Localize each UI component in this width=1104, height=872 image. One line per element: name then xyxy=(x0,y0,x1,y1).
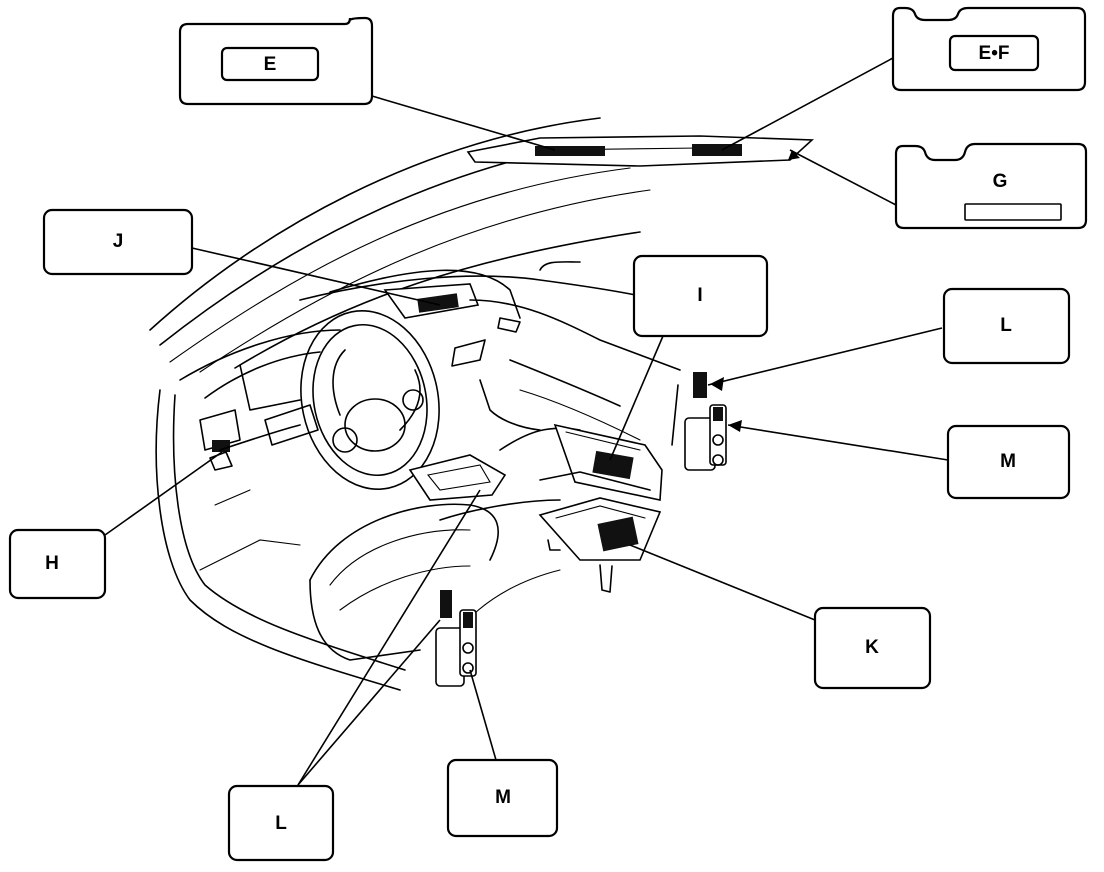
callout-e-label: E xyxy=(264,54,277,75)
callout-ef-inner xyxy=(948,34,1040,72)
callout-i: I xyxy=(632,254,769,338)
relay-l-bottom-hatch xyxy=(440,590,452,618)
callout-h: H xyxy=(8,528,107,600)
callout-l-right-label: L xyxy=(1000,315,1012,336)
callout-m-bottom-label: M xyxy=(495,787,511,808)
map-light-right xyxy=(692,144,742,156)
leader-lines xyxy=(104,57,949,786)
callout-k-label: K xyxy=(865,637,879,658)
callout-l-bottom: L xyxy=(227,784,335,862)
callout-m-right: M xyxy=(946,424,1071,500)
callout-ef-label: E•F xyxy=(979,43,1010,64)
leader-m-right xyxy=(727,424,949,461)
leader-l-right xyxy=(707,327,943,386)
callout-e-inner xyxy=(220,46,320,82)
overhead-console xyxy=(466,135,814,167)
leader-e xyxy=(371,95,556,151)
callout-j: J xyxy=(42,208,194,276)
callout-g-label: G xyxy=(993,171,1008,192)
lower-tray-hatch xyxy=(597,516,639,552)
callout-g-bar xyxy=(964,203,1062,221)
leader-l-bottom xyxy=(297,489,481,786)
callout-i-label: I xyxy=(697,285,702,306)
callout-g: G xyxy=(894,142,1088,230)
leader-m-bottom xyxy=(469,669,497,761)
leader-k xyxy=(629,544,816,621)
dash-vent-hatch xyxy=(417,293,459,313)
steering-hub xyxy=(344,398,406,452)
relay-assembly-bottom xyxy=(435,590,477,687)
callout-m-right-label: M xyxy=(1000,451,1016,472)
relay-l-right-hatch xyxy=(693,372,707,398)
callout-m-bottom: M xyxy=(446,758,559,838)
leader-i xyxy=(609,335,664,461)
callout-e: E xyxy=(178,16,374,106)
callout-l-bottom-label: L xyxy=(275,813,287,834)
relay-assembly-right xyxy=(671,372,727,471)
callout-l-right: L xyxy=(942,287,1071,365)
map-light-left xyxy=(535,146,605,156)
callout-j-label: J xyxy=(113,231,124,252)
leader-h xyxy=(104,451,223,536)
car-interior-drawing xyxy=(149,117,814,691)
glove-box-hatch xyxy=(592,450,634,480)
callout-ef: E•F xyxy=(891,6,1087,92)
steering-wheel xyxy=(300,310,440,490)
leader-j xyxy=(191,247,441,306)
leader-l-bottom-2 xyxy=(297,619,441,786)
leader-g xyxy=(789,149,897,206)
leader-ef xyxy=(721,57,894,151)
callout-k: K xyxy=(813,606,932,690)
callout-h-label: H xyxy=(45,553,59,574)
